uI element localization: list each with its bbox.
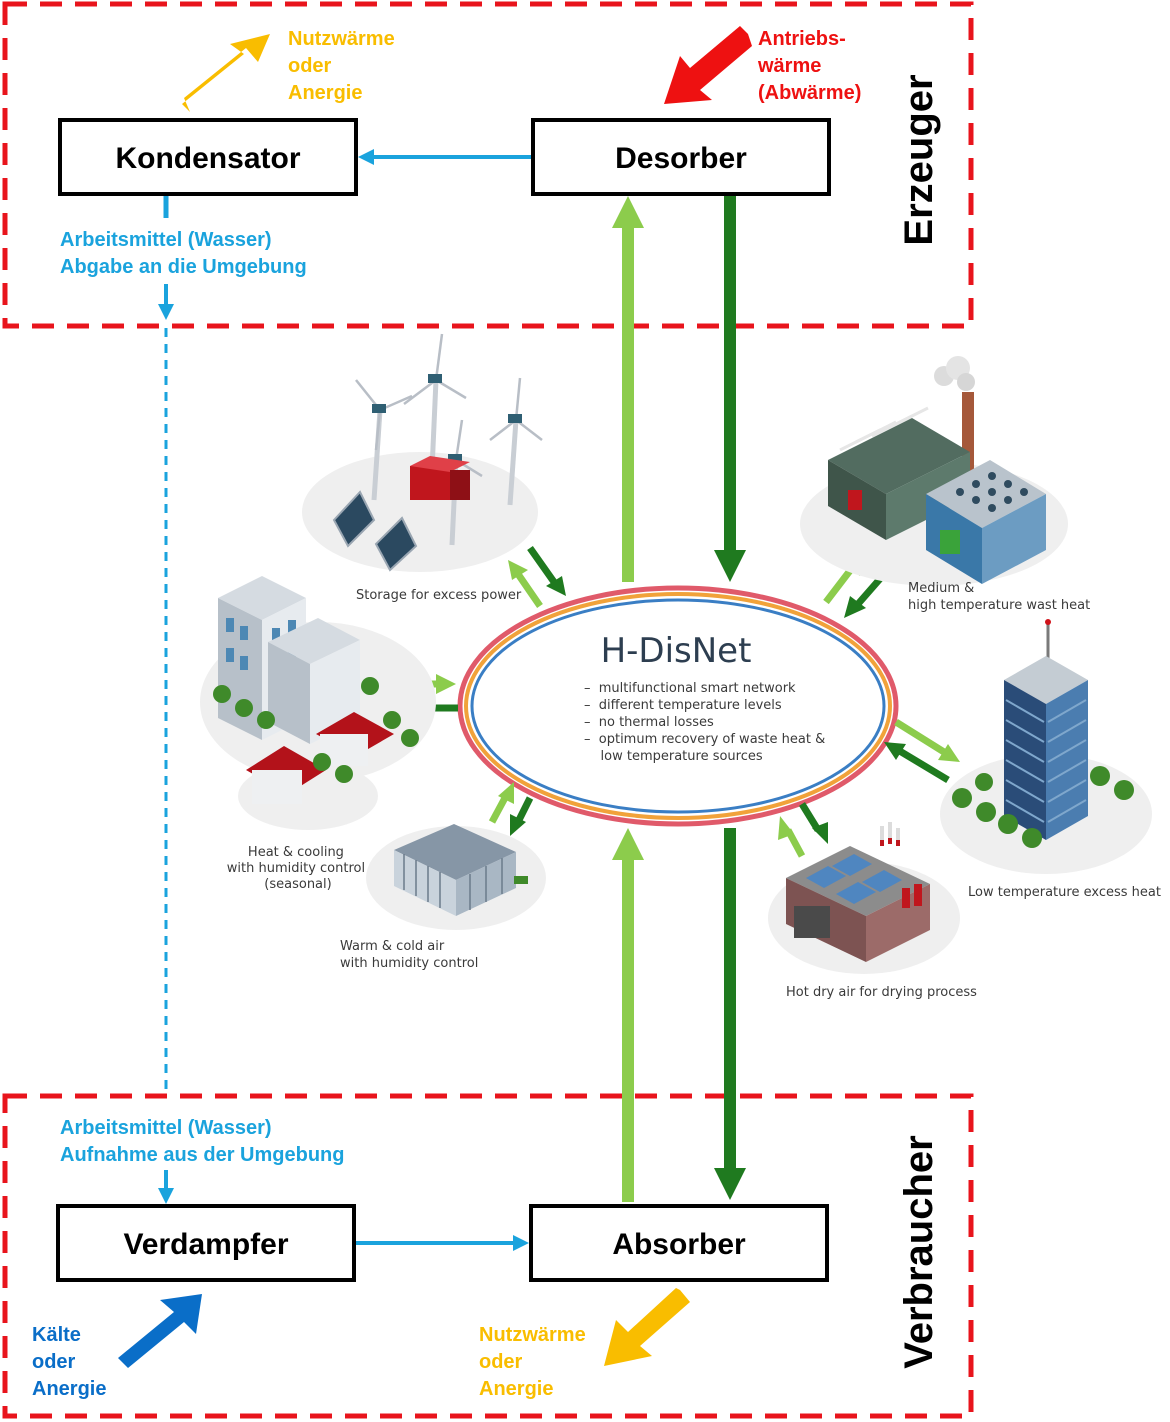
trunk-to-absorber <box>714 828 746 1200</box>
producer-region-label: Erzeuger <box>897 74 941 245</box>
bottom-useful-heat-arrow <box>604 1288 690 1366</box>
hub-item: – different temperature levels <box>584 698 782 713</box>
greenhouse-illustration <box>366 824 546 930</box>
hub-item: – multifunctional smart network <box>584 681 796 696</box>
trunk-from-desorber <box>714 196 746 582</box>
bottom-useful-heat-label: Nutzwärme oder Anergie <box>479 1324 591 1400</box>
kondensator-box: Kondensator <box>58 118 358 196</box>
producer-region-frame <box>2 1 974 329</box>
trunk-from-absorber <box>612 828 644 1202</box>
drying-caption: Hot dry air for drying process <box>786 985 977 1000</box>
cold-input-arrow <box>118 1294 202 1368</box>
verdampfer-box: Verdampfer <box>56 1204 356 1282</box>
desorber-box: Desorber <box>531 118 831 196</box>
office-caption: Low temperature excess heat <box>968 885 1161 900</box>
residential-buildings-illustration <box>200 576 436 830</box>
drive-heat-arrow <box>664 26 752 104</box>
office-exchange-arrows <box>884 719 960 784</box>
drying-exchange-arrows <box>778 802 828 858</box>
top-useful-heat-arrow <box>182 34 270 112</box>
kondensator-label: Kondensator <box>115 142 300 175</box>
office-tower-illustration <box>940 619 1152 874</box>
desorber-label: Desorber <box>615 142 747 175</box>
hub-item: – no thermal losses <box>584 715 714 730</box>
wind-farm-storage-illustration <box>302 333 543 572</box>
drive-heat-label: Antriebs- wärme (Abwärme) <box>757 28 861 104</box>
greenhouse-exchange-arrows <box>488 782 534 836</box>
verdampfer-label: Verdampfer <box>123 1228 288 1261</box>
industrial-caption: Medium & high temperature wast heat <box>908 581 1090 613</box>
storage-caption: Storage for excess power <box>356 588 522 603</box>
hub-title: H-DisNet <box>601 631 752 671</box>
industrial-plant-illustration <box>800 356 1068 586</box>
h-disnet-hub: H-DisNet – multifunctional smart network… <box>457 585 899 827</box>
water-release-label: Arbeitsmittel (Wasser) Abgabe an die Umg… <box>60 229 307 278</box>
residential-caption: Heat & cooling with humidity control (se… <box>227 845 369 892</box>
hub-item: low temperature sources <box>584 749 763 764</box>
water-intake-label: Arbeitsmittel (Wasser) Aufnahme aus der … <box>60 1117 344 1166</box>
absorber-label: Absorber <box>612 1228 746 1261</box>
trunk-to-desorber <box>612 196 644 582</box>
consumer-region-label: Verbraucher <box>897 1135 941 1368</box>
cold-input-label: Kälte oder Anergie <box>32 1324 106 1400</box>
drying-plant-illustration <box>768 822 960 974</box>
greenhouse-caption: Warm & cold air with humidity control <box>340 939 478 971</box>
absorber-box: Absorber <box>529 1204 829 1282</box>
storage-exchange-arrows <box>508 545 566 608</box>
consumer-region-frame <box>2 1093 974 1419</box>
hub-item: – optimum recovery of waste heat & <box>584 732 825 747</box>
top-useful-heat-label: Nutzwärme oder Anergie <box>288 28 400 104</box>
